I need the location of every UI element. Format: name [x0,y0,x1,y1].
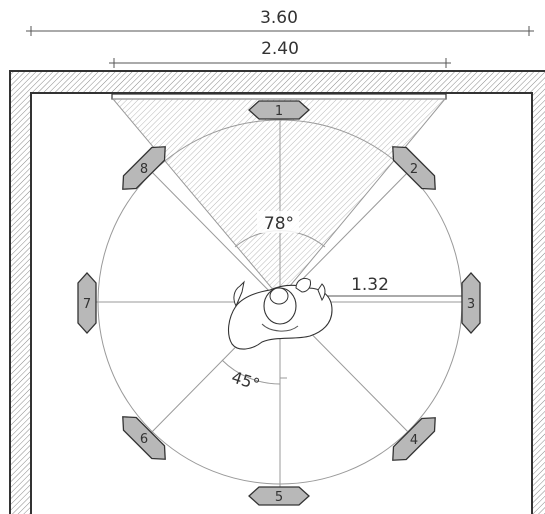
outer-width-label: 3.60 [260,8,298,28]
speaker-4: 4 [392,417,436,461]
speaker-6-label: 6 [140,432,148,447]
speaker-2: 2 [392,146,436,190]
inner-width-dimension: 2.40 [109,39,451,68]
spacing-angle-arc [221,359,281,385]
room-walls [9,70,545,514]
cone-angle-label: 78° [264,214,294,234]
speaker-5: 5 [248,486,310,506]
cone-angle-label-bg [257,211,299,233]
speaker-8-label: 8 [140,162,148,177]
listener-figure [227,277,333,350]
speaker-2-label: 2 [410,162,418,177]
outer-width-dimension: 3.60 [26,8,534,36]
speaker-6: 6 [122,416,166,460]
speaker-1-label: 1 [275,104,283,119]
speaker-3-label: 3 [467,297,475,312]
inner-width-label: 2.40 [261,39,299,59]
speaker-3: 3 [461,272,481,334]
speaker-1: 1 [248,100,310,120]
speaker-7-label: 7 [83,297,91,312]
speaker-7: 7 [77,272,97,334]
speaker-8: 8 [122,146,166,190]
screen [111,93,447,100]
speaker-4-label: 4 [410,433,418,448]
radius-label: 1.32 [351,275,389,295]
speaker-5-label: 5 [275,490,283,505]
spacing-angle-label: 45° [229,367,262,394]
listening-cone [111,98,447,299]
radius-dimension: 1.32 [322,275,470,297]
